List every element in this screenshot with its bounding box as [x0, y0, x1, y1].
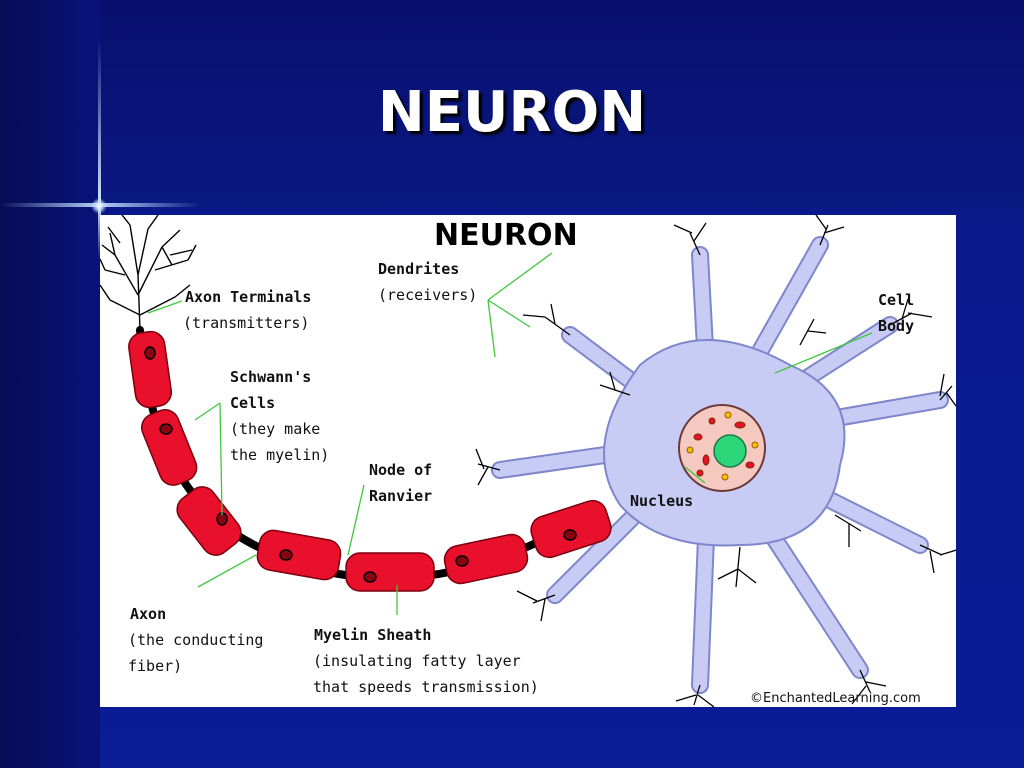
- neuron-illustration: NEURON Axon Terminals (transmitters) Den…: [100, 215, 956, 707]
- label-axon-note-1: (the conducting: [128, 631, 263, 649]
- label-schwann-note-2: the myelin): [230, 446, 329, 464]
- label-schwann: Schwann's: [230, 368, 311, 386]
- neuron-diagram: NEURON Axon Terminals (transmitters) Den…: [100, 215, 956, 707]
- axon-terminals-shape: [100, 215, 197, 331]
- light-flare-vertical: [98, 40, 101, 260]
- label-axon-note-2: fiber): [128, 657, 182, 675]
- label-dendrites: Dendrites: [378, 260, 459, 278]
- label-myelin-note-1: (insulating fatty layer: [313, 652, 521, 670]
- left-band: [0, 0, 100, 768]
- label-axon-terminals-note: (transmitters): [183, 314, 309, 332]
- label-dendrites-note: (receivers): [378, 286, 477, 304]
- label-schwann-note-1: (they make: [230, 420, 320, 438]
- copyright-credit: ©EnchantedLearning.com: [750, 691, 921, 706]
- leader-lines: [147, 252, 873, 615]
- label-axon: Axon: [130, 605, 166, 623]
- myelin-sheath-segments: [128, 330, 612, 592]
- label-myelin-note-2: that speeds transmission): [313, 678, 539, 696]
- label-ranvier: Ranvier: [369, 487, 432, 505]
- label-axon-terminals: Axon Terminals: [185, 288, 311, 306]
- nucleus-shape: [678, 404, 766, 492]
- label-body: Body: [878, 317, 914, 335]
- title-band: [0, 0, 1024, 208]
- label-schwann-cells: Cells: [230, 394, 275, 412]
- label-cell: Cell: [878, 291, 914, 309]
- slide-title: NEURON: [377, 80, 647, 145]
- light-flare-core: [91, 198, 107, 214]
- label-node-of: Node of: [369, 461, 432, 479]
- diagram-heading: NEURON: [434, 218, 578, 253]
- label-nucleus: Nucleus: [630, 492, 693, 510]
- label-myelin-sheath: Myelin Sheath: [314, 626, 431, 644]
